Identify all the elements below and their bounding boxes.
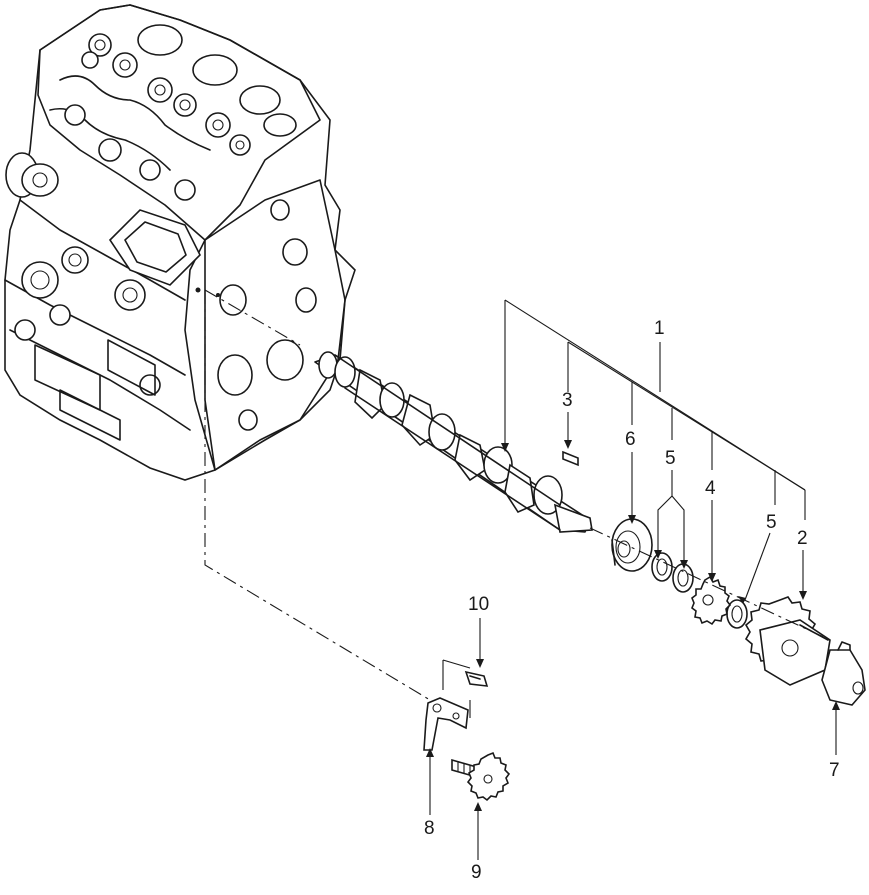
governor-cover xyxy=(821,641,866,706)
camshaft xyxy=(314,351,593,533)
cam-gear xyxy=(744,596,831,686)
callout-6: 6 xyxy=(625,429,636,450)
callout-10: 10 xyxy=(468,594,489,615)
drive-gear xyxy=(451,751,511,802)
callout-4: 4 xyxy=(705,478,716,499)
callout-labels: 1 3 6 5 4 5 2 10 7 8 9 xyxy=(424,318,840,883)
woodruff-key xyxy=(562,450,579,467)
callout-5-right: 5 xyxy=(766,512,777,533)
leader-lines xyxy=(204,289,837,860)
callout-1: 1 xyxy=(654,318,665,339)
callout-7: 7 xyxy=(829,760,840,781)
small-gear xyxy=(691,575,732,626)
callout-8: 8 xyxy=(424,818,435,839)
spacer-rings xyxy=(651,552,748,629)
callout-5-left: 5 xyxy=(665,448,676,469)
thrust-ring xyxy=(611,518,653,572)
callout-3: 3 xyxy=(562,390,573,411)
bracket xyxy=(423,697,469,751)
engine-block xyxy=(4,4,356,481)
bolt xyxy=(464,670,489,687)
arrowheads xyxy=(426,440,840,811)
callout-2: 2 xyxy=(797,528,808,549)
callout-9: 9 xyxy=(471,862,482,883)
